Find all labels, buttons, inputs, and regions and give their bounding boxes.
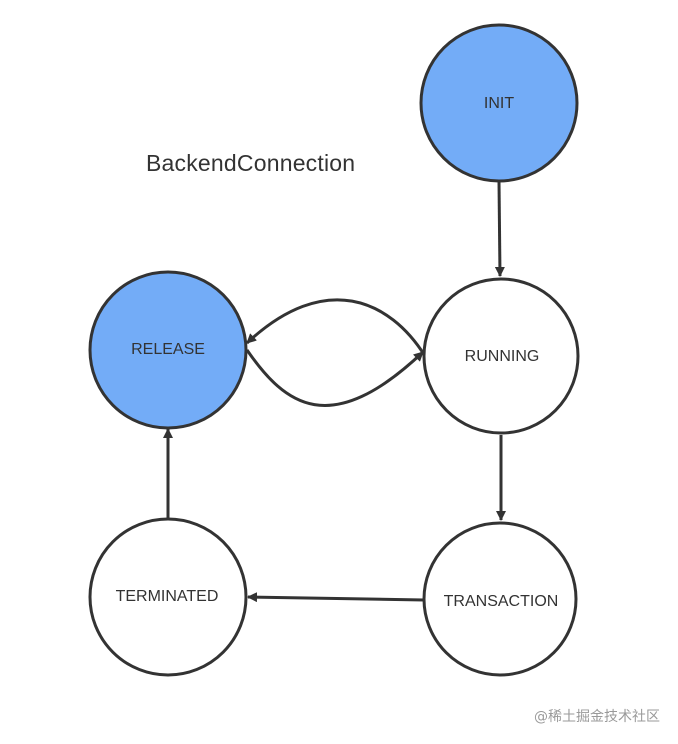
arrow-transaction-to-terminated: [247, 592, 425, 603]
arrow-running-to-release: [245, 298, 427, 357]
state-release-label: RELEASE: [131, 341, 205, 358]
state-transaction-label: TRANSACTION: [444, 593, 559, 610]
state-transaction-circle: [422, 521, 578, 677]
state-release: RELEASE: [88, 270, 248, 430]
transitions: [163, 180, 506, 603]
state-release-circle: [88, 270, 248, 430]
state-transaction: TRANSACTION: [422, 521, 578, 677]
state-terminated-circle: [88, 517, 248, 677]
state-init-circle: [419, 23, 579, 183]
state-running-circle: [422, 277, 580, 435]
state-init: INIT: [419, 23, 579, 183]
arrow-init-to-running: [494, 180, 505, 277]
arrow-release-to-running: [245, 349, 425, 407]
state-running: RUNNING: [422, 277, 580, 435]
state-terminated-label: TERMINATED: [116, 588, 219, 605]
state-init-label: INIT: [484, 95, 514, 112]
watermark: @稀土掘金技术社区: [534, 709, 660, 725]
diagram-title: BackendConnection: [146, 150, 356, 176]
state-running-label: RUNNING: [465, 348, 540, 365]
state-terminated: TERMINATED: [88, 517, 248, 677]
